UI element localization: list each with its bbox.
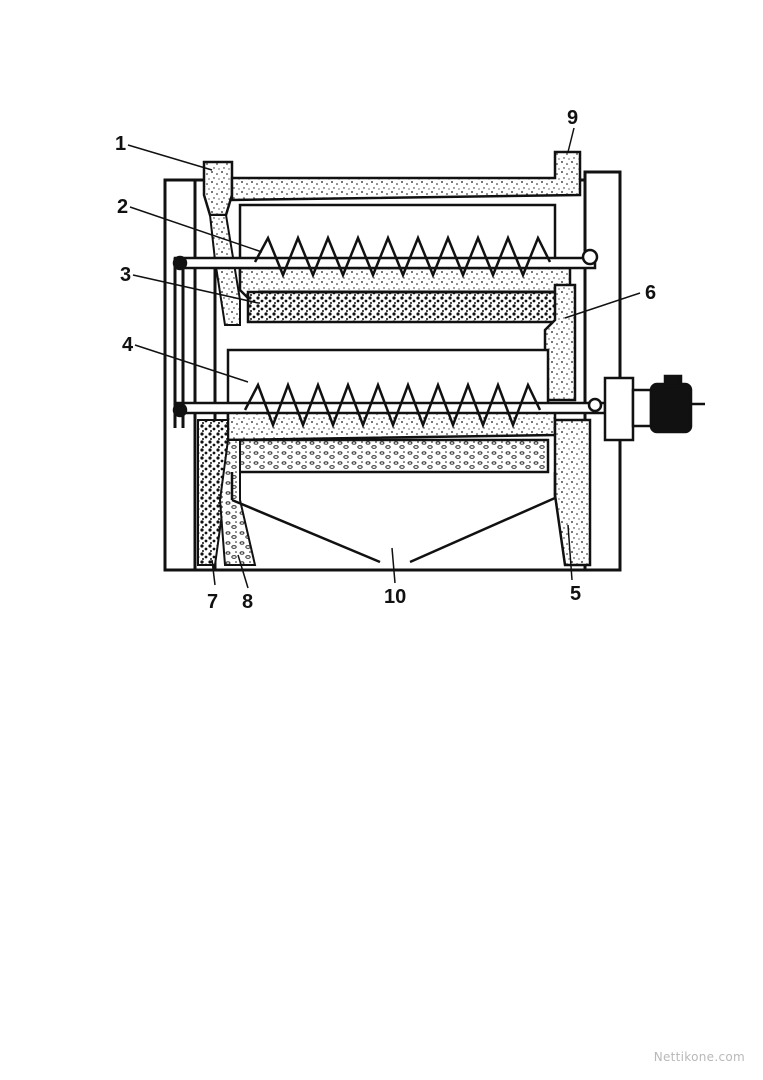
drive-motor — [587, 374, 705, 442]
callout-3: 3 — [120, 264, 131, 286]
callout-10: 10 — [384, 586, 406, 608]
callout-5: 5 — [570, 583, 581, 605]
bottom-hopper — [230, 472, 557, 564]
callout-8: 8 — [242, 591, 253, 613]
watermark: Nettikone.com — [653, 1050, 745, 1064]
screw-conveyor-diagram: 1 2 3 4 5 6 7 8 9 10 — [115, 107, 705, 613]
callout-2: 2 — [117, 196, 128, 218]
leader-lines — [127, 127, 641, 589]
top-channel — [230, 150, 582, 202]
callout-7: 7 — [207, 591, 218, 613]
callout-6: 6 — [645, 282, 656, 304]
feed-hopper — [202, 160, 234, 217]
callout-1: 1 — [115, 133, 126, 155]
callout-4: 4 — [122, 334, 134, 356]
callout-9: 9 — [567, 107, 578, 129]
callout-labels: 1 2 3 4 5 6 7 8 9 10 — [115, 107, 656, 613]
